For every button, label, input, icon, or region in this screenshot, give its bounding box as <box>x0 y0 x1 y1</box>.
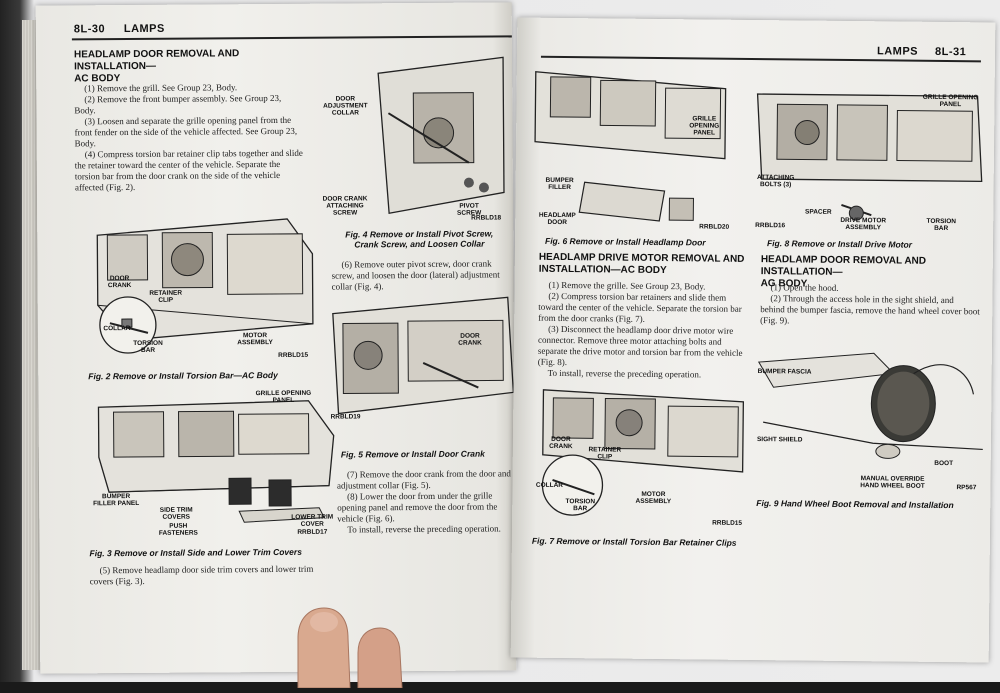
fig6-label-headlamp-door: HEADLAMP DOOR <box>538 211 576 227</box>
step-4: (4) Compress torsion bar retainer clip t… <box>74 147 303 193</box>
fig-5-illustration: DOOR CRANK RRBLD19 <box>328 292 515 443</box>
step-6: (6) Remove outer pivot screw, door crank… <box>331 258 500 292</box>
right-section-title: LAMPS <box>876 45 919 58</box>
fig9-label-sight-shield: SIGHT SHIELD <box>756 436 803 444</box>
fig-9-caption: Fig. 9 Hand Wheel Boot Removal and Insta… <box>756 498 954 511</box>
step-5: (5) Remove headlamp door side trim cover… <box>89 563 314 587</box>
fig-8-caption: Fig. 8 Remove or Install Drive Motor <box>766 238 913 250</box>
fig7-label-collar: COLLAR <box>535 481 564 490</box>
book-page-edges <box>22 20 40 670</box>
fig-3-illustration: GRILLE OPENING PANEL BUMPER FILLER PANEL… <box>88 390 339 538</box>
fig8-label-grille-opening-panel: GRILLE OPENING PANEL <box>922 93 979 109</box>
thumb-photo-element <box>268 598 438 689</box>
fig2-label-retainer-clip: RETAINER CLIP <box>149 289 183 304</box>
fig9-code: RP567 <box>956 484 977 492</box>
fig7-label-retainer-clip: RETAINER CLIP <box>588 446 622 461</box>
fig4-label-door-adjustment-collar: DOOR ADJUSTMENT COLLAR <box>323 95 368 117</box>
left-heading: HEADLAMP DOOR REMOVAL AND INSTALLATION— … <box>73 48 240 85</box>
fig9-label-manual-override: MANUAL OVERRIDE HAND WHEEL BOOT <box>860 475 925 490</box>
left-steps-1-4: (1) Remove the grill. See Group 23, Body… <box>74 82 305 194</box>
fig-2-caption: Fig. 2 Remove or Install Torsion Bar—AC … <box>88 369 278 382</box>
fig8-label-torsion-bar: TORSION BAR <box>926 217 957 233</box>
fig9-label-boot: BOOT <box>934 459 954 468</box>
fig9-label-bumper-fascia: BUMPER FASCIA <box>757 368 812 376</box>
fig3-code: RRBLD17 <box>297 528 328 536</box>
drive-motor-steps: (1) Remove the grille. See Group 23, Bod… <box>538 280 745 381</box>
fig7-label-motor-assembly: MOTOR ASSEMBLY <box>635 490 672 506</box>
fig3-label-bumper-filler-panel: BUMPER FILLER PANEL <box>93 493 140 508</box>
fig3-label-lower-trim-cover: LOWER TRIM COVER <box>291 513 334 528</box>
fig7-code: RRBLD15 <box>712 519 743 527</box>
fig3-label-grille-opening-panel: GRILLE OPENING PANEL <box>255 389 312 405</box>
drive-step-2: (2) Compress torsion bar retainers and s… <box>538 290 742 324</box>
fig8-label-spacer: SPACER <box>804 208 832 216</box>
right-page: LAMPS 8L-31 GRILLE OPENING PANEL BUMPER … <box>510 17 996 663</box>
fig-4-illustration: DOOR ADJUSTMENT COLLAR DOOR CRANK ATTACH… <box>318 52 509 223</box>
fig5-label-door-crank: DOOR CRANK <box>458 332 482 347</box>
step-2: (2) Remove the front bumper assembly. Se… <box>74 92 282 116</box>
fig6-label-grille-opening-panel: GRILLE OPENING PANEL <box>689 115 720 137</box>
left-section-title: LAMPS <box>123 22 165 36</box>
fig5-code: RRBLD19 <box>330 413 361 421</box>
left-header-rule <box>71 35 512 41</box>
fig2-code: RRBLD15 <box>278 351 309 359</box>
fig-4-caption: Fig. 4 Remove or Install Pivot Screw, Cr… <box>345 228 494 250</box>
step-3: (3) Loosen and separate the grille openi… <box>74 114 298 149</box>
fig-5-caption: Fig. 5 Remove or Install Door Crank <box>340 448 485 460</box>
drive-step-3: (3) Disconnect the headlamp door drive m… <box>537 323 743 368</box>
left-page-number: 8L-30 <box>73 23 106 36</box>
fig2-label-torsion-bar: TORSION BAR <box>133 339 163 354</box>
fig6-code: RRBLD20 <box>699 223 730 231</box>
fig-9-illustration: BUMPER FASCIA SIGHT SHIELD BOOT MANUAL O… <box>752 332 984 494</box>
step-7: (7) Remove the door crank from the door … <box>336 468 511 491</box>
fig-7-illustration: DOOR CRANK RETAINER CLIP COLLAR TORSION … <box>532 380 748 532</box>
fig-7-caption: Fig. 7 Remove or Install Torsion Bar Ret… <box>531 535 737 548</box>
ag-step-2: (2) Through the access hole in the sight… <box>760 293 980 326</box>
fig8-label-attaching-bolts: ATTACHING BOLTS (3) <box>757 174 795 189</box>
fig3-label-side-trim-covers: SIDE TRIM COVERS <box>159 506 193 521</box>
right-heading-drive-motor: HEADLAMP DRIVE MOTOR REMOVAL AND INSTALL… <box>538 251 745 277</box>
install-note-right: To install, reverse the preceding operat… <box>547 367 702 380</box>
left-steps-7-8: (7) Remove the door crank from the door … <box>337 468 513 535</box>
fig7-label-torsion-bar: TORSION BAR <box>565 498 596 513</box>
fig2-label-motor-assembly: MOTOR ASSEMBLY <box>237 332 273 347</box>
fig4-code: RRBLD18 <box>471 214 502 222</box>
fig-6-illustration: GRILLE OPENING PANEL BUMPER FILLER HEADL… <box>529 62 731 234</box>
fig8-code: RRBLD16 <box>755 222 786 230</box>
fig4-label-door-crank-attaching-screw: DOOR CRANK ATTACHING SCREW <box>322 195 368 217</box>
install-note-left: To install, reverse the preceding operat… <box>347 523 501 535</box>
fig8-label-drive-motor-assembly: DRIVE MOTOR ASSEMBLY <box>840 216 887 232</box>
fig6-label-bumper-filler: BUMPER FILLER <box>545 176 574 192</box>
fig-6-caption: Fig. 6 Remove or Install Headlamp Door <box>544 235 706 248</box>
right-page-number: 8L-31 <box>934 45 967 59</box>
fig2-label-door-crank: DOOR CRANK <box>107 275 132 290</box>
fig7-label-door-crank: DOOR CRANK <box>549 435 573 451</box>
fig-8-illustration: GRILLE OPENING PANEL ATTACHING BOLTS (3)… <box>751 64 989 236</box>
fig2-label-collar: COLLAR <box>103 325 131 333</box>
fig-3-caption: Fig. 3 Remove or Install Side and Lower … <box>89 546 302 559</box>
fig-2-illustration: DOOR CRANK RETAINER CLIP COLLAR TORSION … <box>87 214 318 366</box>
step-8: (8) Lower the door from under the grille… <box>337 490 498 524</box>
left-page: 8L-30 LAMPS HEADLAMP DOOR REMOVAL AND IN… <box>35 2 517 674</box>
fig3-label-push-fasteners: PUSH FASTENERS <box>158 522 198 537</box>
ag-body-steps: (1) Open the hood. (2) Through the acces… <box>760 282 980 328</box>
